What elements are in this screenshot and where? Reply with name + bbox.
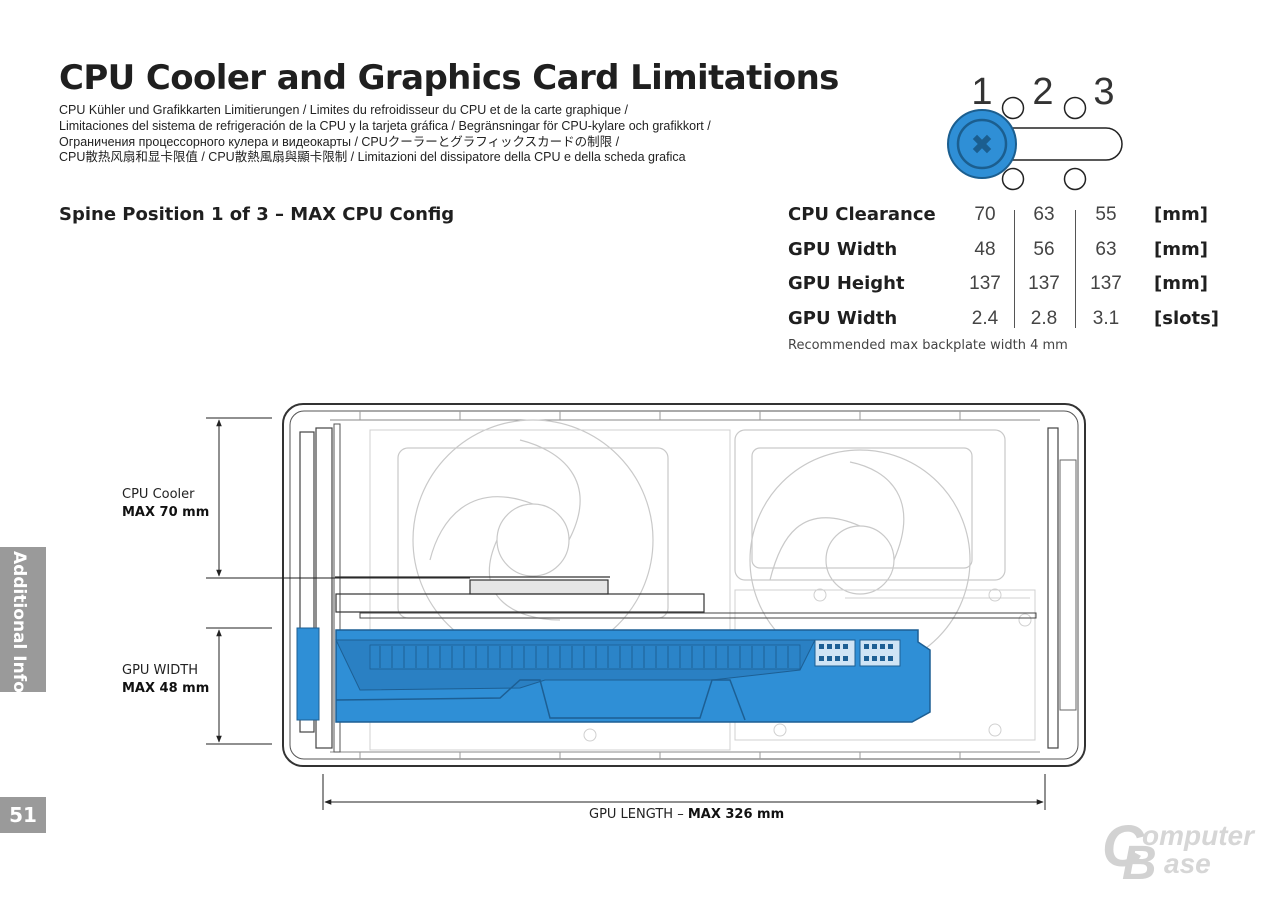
spec-value-pos3: 55 [1095, 204, 1117, 225]
spec-row-gpu-width: GPU Width 48 56 63 [mm] [788, 239, 1228, 265]
spec-value-pos1: 137 [969, 273, 1001, 294]
case-outline [282, 403, 1086, 767]
multilingual-subtitle: CPU Kühler und Grafikkarten Limitierunge… [59, 103, 759, 166]
spec-value-pos3: 63 [1095, 239, 1117, 260]
spec-row-cpu-clearance: CPU Clearance 70 63 55 [mm] [788, 204, 1228, 230]
gpu-length-dimension-label: GPU LENGTH – MAX 326 mm [589, 807, 784, 822]
spine-bracket [299, 431, 315, 733]
position-label-3: 3 [1093, 71, 1114, 113]
subtitle-line: CPU散热风扇和显卡限值 / CPU散熱風扇與顯卡限制 / Limitazion… [59, 150, 686, 165]
column-divider [1014, 210, 1015, 328]
side-tab-label: Additional Info [9, 551, 29, 693]
section-title: Spine Position 1 of 3 – MAX CPU Config [59, 204, 455, 225]
spec-value-pos2: 2.8 [1030, 308, 1058, 329]
spec-unit: [slots] [1154, 308, 1220, 329]
spec-value-pos3: 137 [1090, 273, 1122, 294]
gpu-width-max-value: MAX 48 mm [122, 681, 210, 696]
subtitle-line: Limitaciones del sistema de refrigeració… [59, 118, 711, 133]
spec-unit: [mm] [1154, 239, 1208, 260]
cpu-cooler-low-profile [469, 579, 609, 595]
motherboard [335, 593, 705, 613]
gpu-width-label: GPU WIDTH [122, 663, 198, 678]
section-side-tab: Additional Info [0, 547, 46, 693]
spine-slot-track [983, 127, 1123, 161]
slot-hole-icon [1063, 167, 1087, 191]
subtitle-line: CPU Kühler und Grafikkarten Limitierunge… [59, 103, 629, 117]
position-label-1: 1 [971, 71, 992, 113]
backplate-note: Recommended max backplate width 4 mm [788, 338, 1068, 353]
spec-value-pos1: 2.4 [971, 308, 999, 329]
spec-label: CPU Clearance [788, 204, 936, 225]
case-fans [397, 419, 1006, 671]
slot-hole-icon [1001, 96, 1025, 120]
spec-row-gpu-height: GPU Height 137 137 137 [mm] [788, 273, 1228, 299]
gpu-width-dimension-label: GPU WIDTH MAX 48 mm [122, 662, 209, 698]
graphics-card [296, 627, 931, 723]
slot-hole-icon [1063, 96, 1087, 120]
right-bracket [1047, 427, 1059, 749]
spec-value-pos2: 137 [1028, 273, 1060, 294]
spec-label: GPU Width [788, 239, 898, 260]
spec-value-pos1: 48 [974, 239, 996, 260]
case-inner-outline [289, 410, 1079, 760]
spec-label: GPU Width [788, 308, 898, 329]
spec-value-pos2: 56 [1033, 239, 1055, 260]
subtitle-line: Ограничения процессорного кулера и видео… [59, 134, 620, 149]
slot-hole-icon [1001, 167, 1025, 191]
page-number: 51 [0, 797, 46, 833]
spec-value-pos1: 70 [974, 204, 996, 225]
cpu-cooler-max-value: MAX 70 mm [122, 505, 210, 520]
cpu-cooler-dimension-label: CPU Cooler MAX 70 mm [122, 486, 209, 522]
column-divider [1075, 210, 1076, 328]
spec-unit: [mm] [1154, 273, 1208, 294]
computerbase-watermark-logo: C omputer B ase [1102, 814, 1254, 890]
cpu-cooler-label: CPU Cooler [122, 487, 195, 502]
spec-unit: [mm] [1154, 204, 1208, 225]
position-label-2: 2 [1032, 71, 1053, 113]
gpu-length-max-value: MAX 326 mm [687, 807, 785, 822]
page-title: CPU Cooler and Graphics Card Limitations [59, 58, 839, 98]
spec-value-pos3: 3.1 [1092, 308, 1120, 329]
gpu-length-label: GPU LENGTH – [589, 807, 688, 822]
spec-value-pos2: 63 [1033, 204, 1055, 225]
selected-position-screw-icon [947, 109, 1017, 179]
spec-row-gpu-slots: GPU Width 2.4 2.8 3.1 [slots] [788, 308, 1228, 334]
spec-label: GPU Height [788, 273, 905, 294]
